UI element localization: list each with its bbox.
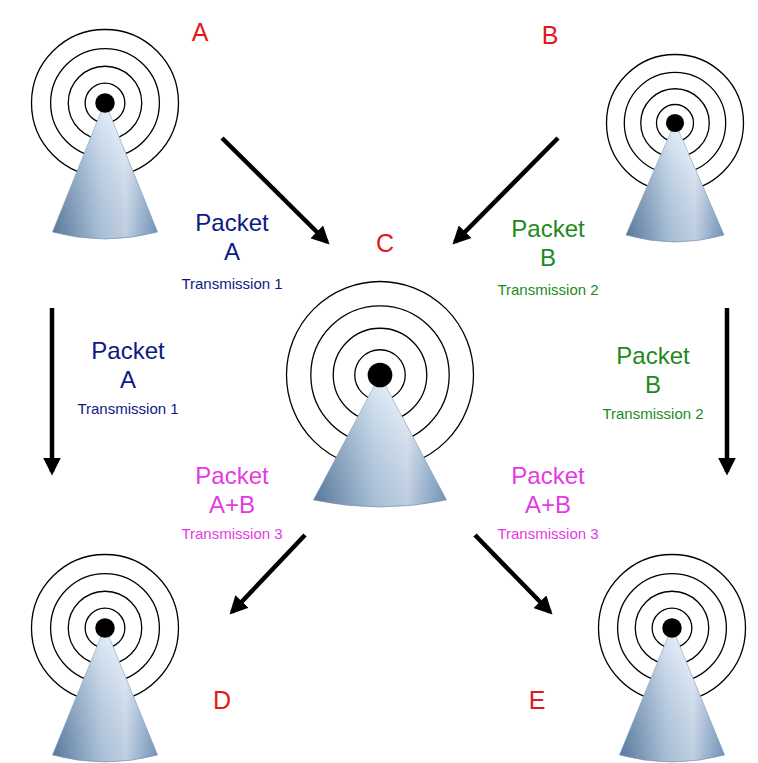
transmission-label: Transmission 1 [181, 275, 282, 293]
antenna-node: D [30, 553, 180, 763]
antenna-node: E [597, 553, 747, 763]
antenna-node: C [285, 280, 475, 508]
node-letter: B [542, 21, 559, 49]
antenna-icon [597, 553, 747, 763]
node-letter: E [529, 686, 546, 714]
antenna-icon [605, 53, 745, 243]
transmission-arrow [50, 308, 55, 472]
packet-label: Packet A+B [511, 461, 584, 519]
node-letter: D [213, 686, 231, 714]
packet-label: Packet A [91, 336, 164, 394]
transmission-arrow [475, 535, 550, 612]
node-letter: A [192, 18, 209, 46]
packet-label: Packet B [511, 214, 584, 272]
transmission-arrow [232, 535, 305, 612]
transmission-arrow [725, 308, 730, 472]
transmission-label: Transmission 3 [181, 525, 282, 543]
transmission-label: Transmission 2 [497, 281, 598, 299]
packet-label: Packet A+B [195, 461, 268, 519]
transmission-label: Transmission 1 [77, 400, 178, 418]
packet-label: Packet B [616, 341, 689, 399]
node-letter: C [376, 229, 394, 257]
antenna-node: A [30, 28, 180, 240]
transmission-label: Transmission 3 [497, 525, 598, 543]
antenna-icon [30, 553, 180, 763]
transmission-label: Transmission 2 [602, 405, 703, 423]
antenna-node: B [605, 53, 745, 243]
antenna-icon [30, 28, 180, 240]
antenna-icon [285, 280, 475, 508]
packet-label: Packet A [195, 208, 268, 266]
